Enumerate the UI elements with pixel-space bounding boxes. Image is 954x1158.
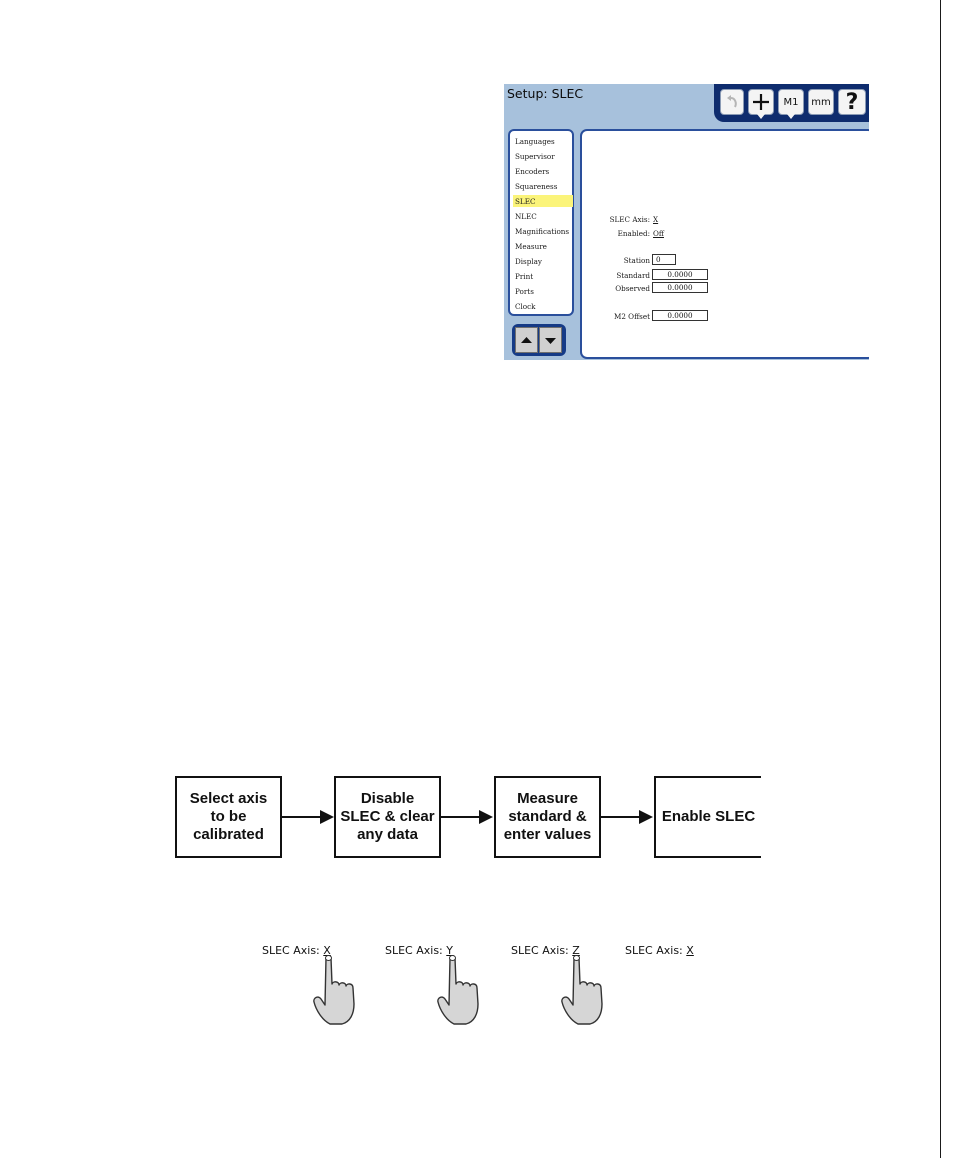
page-edge-rule (940, 0, 941, 1158)
m1-button[interactable]: M1 (778, 89, 804, 119)
menu-scroll-pad (512, 324, 566, 356)
scroll-up-button[interactable] (515, 327, 538, 353)
menu-item-magnifications[interactable]: Magnifications (515, 227, 570, 236)
enabled-label: Enabled: (617, 229, 650, 238)
menu-item-clock[interactable]: Clock (515, 302, 536, 311)
menu-item-display[interactable]: Display (515, 257, 542, 266)
menu-item-measure[interactable]: Measure (515, 242, 547, 251)
toggle-label: SLEC Axis: (625, 944, 683, 957)
menu-item-ports[interactable]: Ports (515, 287, 534, 296)
flow-step-enable-slec: Enable SLEC (654, 776, 761, 858)
flow-step-select-axis: Select axis to be calibrated (175, 776, 282, 858)
toggle-value[interactable]: Y (446, 944, 454, 957)
help-icon: ? (845, 89, 859, 115)
station-label: Station (623, 256, 650, 265)
flow-arrow-2 (441, 816, 481, 818)
toggle-label: SLEC Axis: (511, 944, 569, 957)
units-button[interactable]: mm (808, 89, 834, 115)
menu-item-print[interactable]: Print (515, 272, 534, 281)
setup-menu: Languages Supervisor Encoders Squareness… (508, 129, 574, 316)
flow-step-disable-slec: Disable SLEC & clear any data (334, 776, 441, 858)
undo-arrow-icon (727, 95, 737, 108)
toggle-label: SLEC Axis: (385, 944, 443, 957)
undo-button[interactable] (720, 89, 744, 115)
flow-step-measure-standard: Measure standard & enter values (494, 776, 601, 858)
observed-label: Observed (615, 284, 650, 293)
plus-icon (753, 94, 769, 110)
menu-item-encoders[interactable]: Encoders (515, 167, 550, 176)
enabled-value[interactable]: Off (653, 229, 664, 238)
pointing-hand-icon (313, 955, 355, 1025)
toggle-axis-z: SLEC Axis: Z (511, 944, 580, 957)
m2-offset-field[interactable]: 0.0000 (652, 310, 708, 321)
menu-item-slec[interactable]: SLEC (515, 197, 536, 206)
m2-offset-label: M2 Offset (613, 312, 650, 321)
toggle-label: SLEC Axis: (262, 944, 320, 957)
observed-field[interactable]: 0.0000 (652, 282, 708, 293)
flow-arrowhead-3 (639, 810, 653, 824)
toggle-value[interactable]: X (686, 944, 694, 957)
pointing-hand-icon (561, 955, 603, 1025)
toggle-axis-x-again: SLEC Axis: X (625, 944, 694, 957)
station-field[interactable]: 0 (652, 254, 676, 265)
flow-arrowhead-1 (320, 810, 334, 824)
standard-field[interactable]: 0.0000 (652, 269, 708, 280)
toggle-value[interactable]: X (323, 944, 331, 957)
m1-label: M1 (783, 96, 799, 108)
menu-item-languages[interactable]: Languages (515, 137, 555, 146)
screen-title: Setup: SLEC (507, 86, 584, 101)
toggle-value[interactable]: Z (572, 944, 580, 957)
scroll-down-button[interactable] (539, 327, 562, 353)
menu-item-squareness[interactable]: Squareness (515, 182, 558, 191)
slec-settings-panel: SLEC Axis: X Enabled: Off Station 0 Stan… (580, 129, 869, 359)
flow-arrow-3 (601, 816, 641, 818)
add-button[interactable] (748, 89, 774, 119)
setup-screen: Setup: SLEC M1 mm ? Languages Superviso (504, 84, 869, 360)
help-button[interactable]: ? (838, 89, 866, 115)
toggle-axis-y: SLEC Axis: Y (385, 944, 453, 957)
menu-item-nlec[interactable]: NLEC (515, 212, 537, 221)
pointing-hand-icon (437, 955, 479, 1025)
toggle-axis-x: SLEC Axis: X (262, 944, 331, 957)
flow-arrow-1 (282, 816, 322, 818)
toolbar: M1 mm ? (714, 84, 869, 122)
menu-selection-highlight (513, 195, 573, 207)
slec-axis-label: SLEC Axis: (609, 215, 650, 224)
slec-axis-value[interactable]: X (653, 215, 659, 224)
arrow-down-icon (545, 338, 556, 344)
flow-arrowhead-2 (479, 810, 493, 824)
arrow-up-icon (521, 337, 532, 343)
standard-label: Standard (616, 271, 650, 280)
menu-item-supervisor[interactable]: Supervisor (515, 152, 555, 161)
units-label: mm (811, 96, 831, 108)
